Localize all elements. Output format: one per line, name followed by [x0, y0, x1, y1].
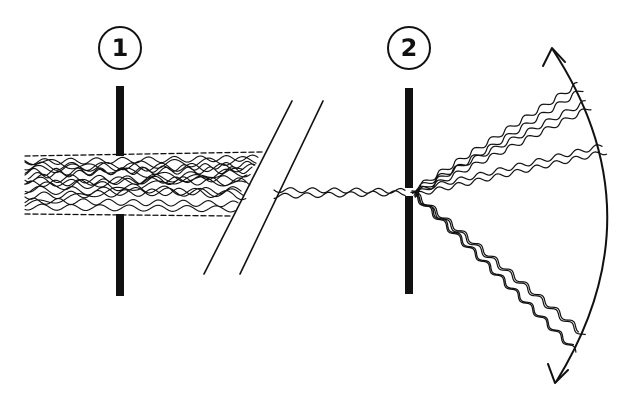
band-top-boundary	[24, 151, 263, 157]
arc-arrowhead-bottom	[547, 363, 569, 384]
ray-wave	[413, 151, 608, 196]
band-bottom-boundary	[24, 213, 233, 217]
wave-band-boundaries	[24, 151, 263, 217]
band-wave	[27, 160, 255, 180]
barrier-2-upper	[405, 88, 413, 188]
ray-wave	[414, 108, 592, 198]
break-line-right	[239, 100, 324, 275]
ray-wave	[415, 192, 577, 353]
marker-2-circle	[387, 26, 431, 70]
ray-wave	[412, 144, 603, 194]
band-wave	[24, 167, 244, 207]
band-wave	[24, 154, 259, 166]
ray-wave	[414, 90, 584, 198]
marker-2-label: 2	[401, 34, 418, 62]
ray-wave	[411, 81, 578, 192]
break-line-left	[203, 100, 293, 275]
ray-wave	[411, 190, 574, 346]
band-wave	[24, 156, 257, 174]
marker-1: 1	[98, 26, 142, 70]
wave-band	[24, 154, 259, 213]
spread-arc	[542, 47, 609, 384]
barrier-1-upper	[116, 86, 124, 156]
arc-arrowhead-top	[542, 47, 566, 67]
narrow-beam	[273, 187, 406, 200]
barrier-2	[405, 88, 413, 294]
band-wave	[24, 186, 242, 200]
band-wave	[24, 174, 248, 188]
marker-1-circle	[98, 26, 142, 70]
beam-wave	[273, 190, 406, 200]
ray-wave	[410, 191, 579, 333]
ray-wave	[412, 100, 586, 194]
spread-arc-curve	[552, 49, 609, 383]
marker-2: 2	[387, 26, 431, 70]
diverging-rays	[410, 81, 608, 353]
scale-break	[203, 100, 324, 275]
barrier-1-lower	[116, 214, 124, 296]
band-wave	[24, 203, 236, 213]
band-wave	[24, 176, 247, 201]
beam-wave	[273, 187, 406, 194]
marker-1-label: 1	[112, 34, 129, 62]
band-wave	[24, 185, 245, 198]
barrier-1	[116, 86, 124, 296]
band-wave	[24, 197, 239, 208]
barrier-2-lower	[405, 196, 413, 294]
